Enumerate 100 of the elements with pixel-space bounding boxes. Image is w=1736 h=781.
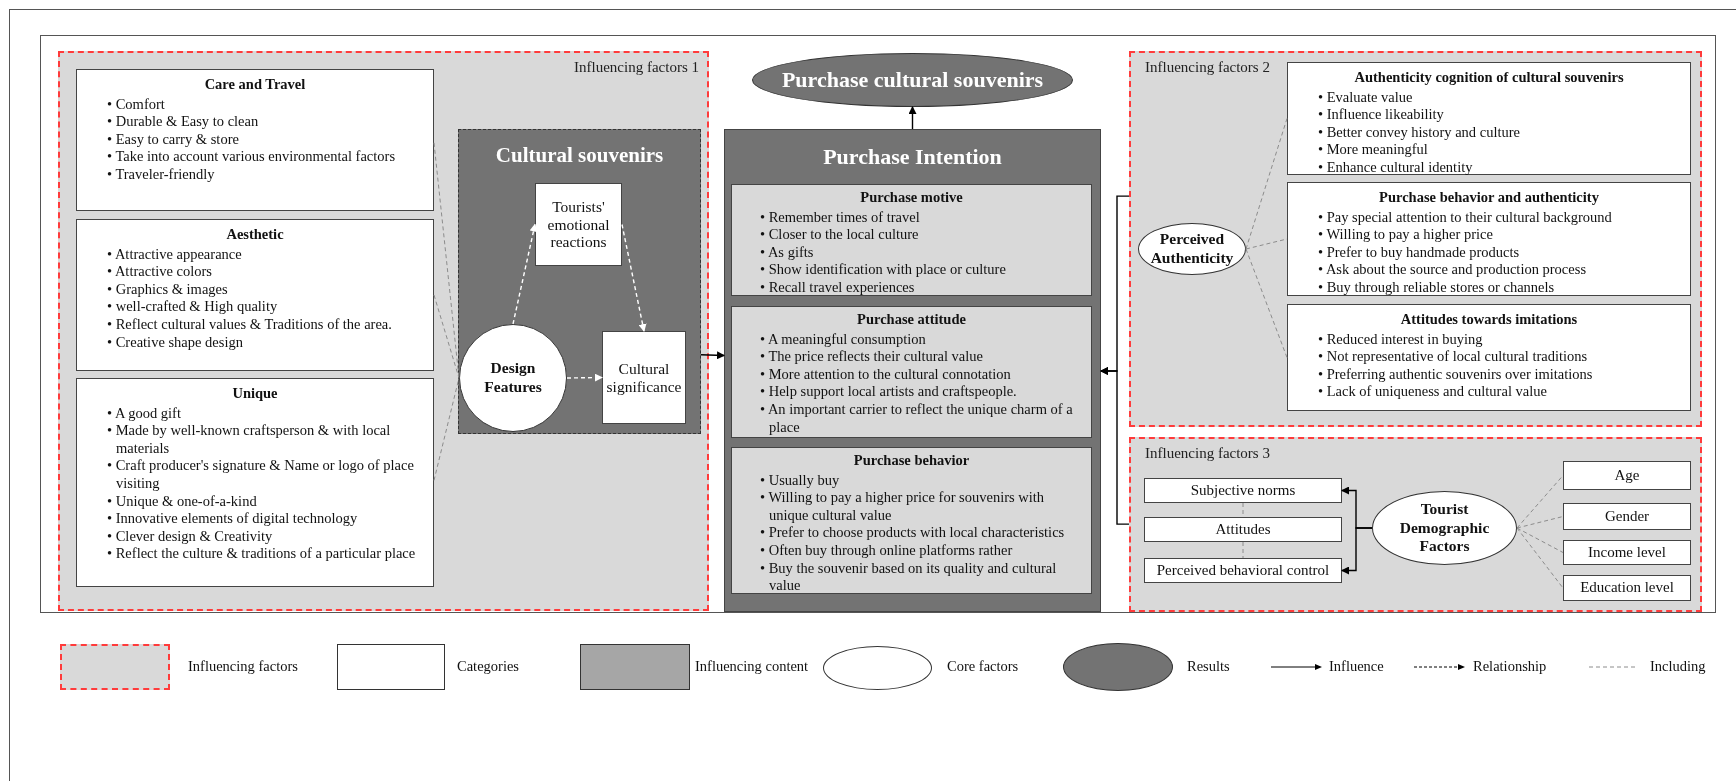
category-box: Perceived behavioral control <box>1144 558 1342 583</box>
bullet-item: • Creative shape design <box>107 333 244 352</box>
category-card <box>1287 182 1691 296</box>
connector-line <box>1516 527 1564 589</box>
card-heading: Unique <box>231 385 279 403</box>
connector-line <box>1516 527 1564 553</box>
category-card <box>76 219 434 371</box>
factor-panel <box>1129 51 1702 427</box>
connector-line <box>433 294 460 379</box>
panel-label: Influencing factors 3 <box>1145 445 1270 462</box>
category-box: Age <box>1563 461 1691 490</box>
category-box: Cultural significance <box>602 331 686 424</box>
bullet-item: • Attractive appearance <box>107 245 243 264</box>
arrow <box>908 106 917 130</box>
bullet-item: • Take into account various environmental factors <box>107 148 397 166</box>
legend-label: Categories <box>457 658 519 675</box>
category-box: Subjective norms <box>1144 478 1342 503</box>
panel-title: Purchase Intention <box>823 144 1002 169</box>
legend-label: Influencing factors <box>188 658 298 675</box>
bullet-item: • An important carrier to reflect the unique charm of a place <box>760 400 1074 437</box>
arrow <box>700 351 725 360</box>
bullet-item: • Better convey history and culture <box>1318 123 1521 142</box>
category-card <box>1287 62 1691 175</box>
bullet-item: • Made by well-known craftsperson & with local materials <box>107 422 392 458</box>
factor-panel <box>58 51 709 611</box>
card-heading: Care and Travel <box>203 76 307 94</box>
bullet-item: • Preferring authentic souvenirs over imitations <box>1318 365 1594 384</box>
category-box: Attitudes <box>1144 517 1342 542</box>
legend-label: Results <box>1187 658 1230 675</box>
bullet-item: • Often buy through online platforms rather <box>760 541 1014 560</box>
bullet-item: • Clever design & Creativity <box>107 527 274 546</box>
arrow <box>621 223 647 332</box>
card-heading: Attitudes towards imitations <box>1399 311 1579 329</box>
bullet-item: • Buy the souvenir based on its quality and cultural value <box>760 559 1058 595</box>
panel-label: Influencing factors 2 <box>1145 59 1270 76</box>
bullet-item: • Enhance cultural identity <box>1318 158 1474 177</box>
core-factor-ellipse: Perceived Authenticity <box>1138 223 1246 275</box>
category-box: Tourists' emotional reactions <box>535 183 622 266</box>
factor-panel <box>1129 437 1702 612</box>
bullet-item: • Usually buy <box>760 471 841 490</box>
card-heading: Purchase behavior <box>852 452 971 470</box>
bullet-item: • Closer to the local culture <box>760 226 920 244</box>
bullet-item: • Show identification with place or culture <box>760 261 1007 279</box>
legend-label: Including <box>1650 658 1706 675</box>
bullet-item: • Remember times of travel <box>760 208 921 227</box>
bullet-item: • Prefer to buy handmade products <box>1318 243 1521 262</box>
bullet-item: • Attractive colors <box>107 263 213 281</box>
bullet-item: • Unique & one-of-a-kind <box>107 492 258 511</box>
card-heading: Purchase behavior and authenticity <box>1378 189 1600 207</box>
arrow <box>512 223 538 325</box>
category-card <box>76 378 434 587</box>
arrow <box>1100 367 1130 525</box>
category-card <box>76 69 434 211</box>
bullet-item: • Willing to pay a higher price <box>1318 226 1494 244</box>
bullet-item: • Craft producer's signature & Name or logo of place visiting <box>107 457 415 493</box>
bullet-item: • Lack of uniqueness and cultural value <box>1318 383 1548 401</box>
bullet-item: • A meaningful consumption <box>760 330 927 349</box>
bullet-item: • Evaluate value <box>1318 88 1414 107</box>
category-box: Gender <box>1563 503 1691 530</box>
connector-line <box>1245 248 1288 358</box>
bullet-item: • well-crafted & High quality <box>107 298 279 316</box>
connector-line <box>1516 516 1564 529</box>
connector-line <box>1242 541 1244 559</box>
bullet-item: • Innovative elements of digital technology <box>107 510 359 528</box>
bullet-item: • Buy through reliable stores or channels <box>1318 278 1556 297</box>
legend-label: Core factors <box>947 658 1019 675</box>
panel-label: Influencing factors 1 <box>574 59 699 76</box>
panel-title: Cultural souvenirs <box>495 143 664 167</box>
content-panel <box>458 129 701 434</box>
bullet-item: • Recall travel experiences <box>760 278 916 297</box>
content-card <box>731 447 1092 594</box>
bullet-item: • Easy to carry & store <box>107 130 240 149</box>
bullet-item: • More attention to the cultural connotation <box>760 365 1012 384</box>
bullet-item: • A good gift <box>107 404 182 423</box>
bullet-item: • Prefer to choose products with local characteristics <box>760 524 1066 542</box>
card-heading: Aesthetic <box>225 226 285 244</box>
bullet-item: • Help support local artists and craftspeople. <box>760 383 1018 401</box>
bullet-item: • Willing to pay a higher price for souvenirs with unique cultural value <box>760 489 1046 525</box>
legend-label: Influencing content <box>695 658 809 675</box>
content-panel <box>724 129 1101 612</box>
card-heading: Purchase attitude <box>856 311 967 329</box>
bullet-item: • Pay special attention to their cultural background <box>1318 208 1613 227</box>
content-card <box>731 306 1092 438</box>
category-box: Income level <box>1563 540 1691 565</box>
core-factor-circle: Design Features <box>459 324 567 432</box>
bullet-item: • Comfort <box>107 95 166 114</box>
bullet-item: • Reduced interest in buying <box>1318 330 1484 349</box>
bullet-item: • More meaningful <box>1318 141 1429 159</box>
connector-line <box>1245 118 1288 250</box>
bullet-item: • Reflect cultural values & Traditions of the area. <box>107 315 393 334</box>
bullet-item: • Graphics & images <box>107 280 229 299</box>
arrow <box>1341 527 1373 575</box>
bullet-item: • Influence likeability <box>1318 106 1445 124</box>
connector-line <box>433 377 460 481</box>
core-factor-ellipse: Tourist Demographic Factors <box>1372 491 1517 565</box>
legend-label: Relationship <box>1473 658 1547 675</box>
category-box: Education level <box>1563 575 1691 601</box>
legend-label: Influence <box>1329 658 1384 675</box>
bullet-item: • The price reflects their cultural value <box>760 348 984 366</box>
arrow <box>566 373 603 382</box>
